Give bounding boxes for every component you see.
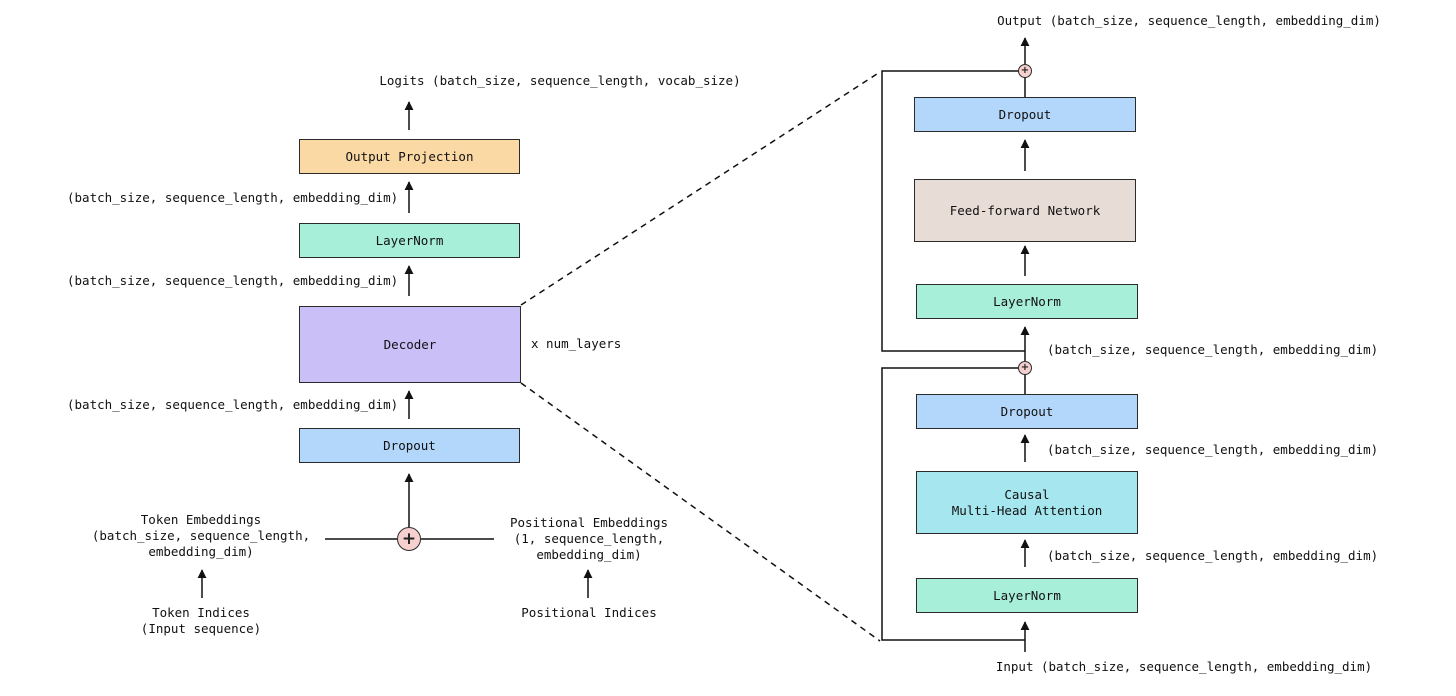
feed-forward-block: Feed-forward Network: [914, 179, 1136, 242]
dropout-block-bottom: Dropout: [916, 394, 1138, 429]
output-label: Output (batch_size, sequence_length, emb…: [997, 13, 1381, 28]
decoder-block: Decoder: [299, 306, 521, 383]
logits-label: Logits (batch_size, sequence_length, voc…: [379, 73, 741, 88]
zoom-line-top: [520, 71, 881, 306]
token-indices-label: Token Indices (Input sequence): [140, 605, 262, 636]
causal-multi-head-attention-block: Causal Multi-Head Attention: [916, 471, 1138, 534]
residual-connection-feed-forward: [881, 70, 1025, 352]
shape-label-after-layernorm: (batch_size, sequence_length, embedding_…: [1047, 548, 1379, 563]
layernorm-block: LayerNorm: [299, 223, 520, 258]
positional-embeddings-label: Positional Embeddings (1, sequence_lengt…: [509, 515, 669, 562]
num-layers-label: x num_layers: [531, 336, 622, 351]
shape-label-residual: (batch_size, sequence_length, embedding_…: [1047, 342, 1379, 357]
shape-label-after-layernorm: (batch_size, sequence_length, embedding_…: [67, 190, 399, 205]
layernorm-block-bottom: LayerNorm: [916, 578, 1138, 613]
positional-indices-label: Positional Indices: [521, 605, 657, 620]
residual-connection-attention: [881, 367, 1025, 641]
layernorm-block-top: LayerNorm: [916, 284, 1138, 319]
shape-label-after-decoder: (batch_size, sequence_length, embedding_…: [67, 273, 399, 288]
dropout-block: Dropout: [299, 428, 520, 463]
dropout-block-top: Dropout: [914, 97, 1136, 132]
add-node-feed-forward-residual: +: [1018, 64, 1032, 78]
shape-label-after-attention: (batch_size, sequence_length, embedding_…: [1047, 442, 1379, 457]
add-node-embeddings: +: [397, 527, 421, 551]
token-embeddings-label: Token Embeddings (batch_size, sequence_l…: [91, 512, 311, 559]
output-projection-block: Output Projection: [299, 139, 520, 174]
input-label: Input (batch_size, sequence_length, embe…: [995, 659, 1373, 674]
shape-label-after-dropout: (batch_size, sequence_length, embedding_…: [67, 397, 399, 412]
zoom-line-bottom: [520, 382, 881, 642]
add-node-attention-residual: +: [1018, 361, 1032, 375]
